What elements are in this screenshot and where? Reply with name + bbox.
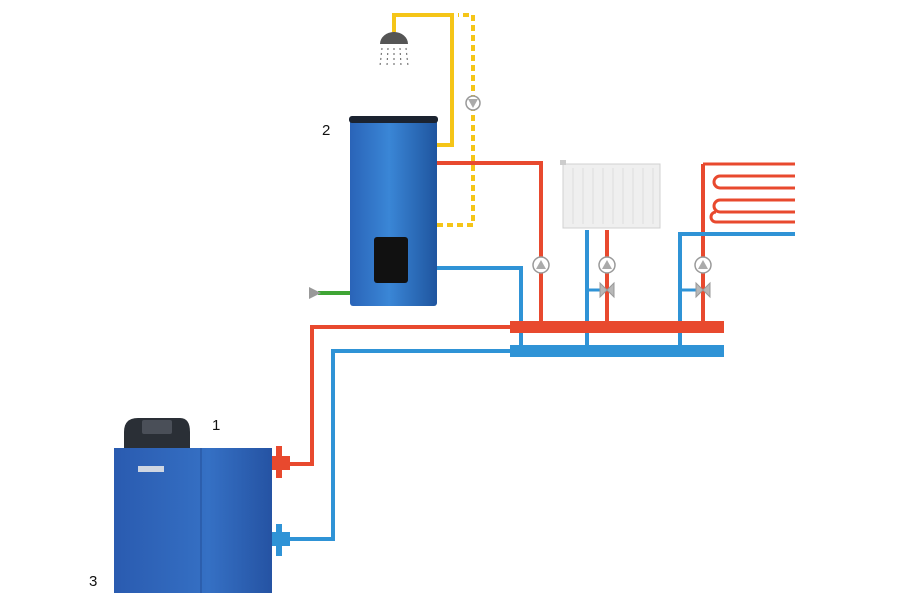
boiler-label: 1 [212,417,221,434]
pump-icon [532,256,550,274]
pump-icon [598,256,616,274]
mixing-valve-icon [587,281,615,299]
cylinder-label: 2 [322,122,331,139]
pump-icon [465,95,481,111]
mixing-valve-icon [680,281,711,299]
radiator-icon [560,160,661,229]
shower-icon [379,32,409,67]
hot-water-cylinder [349,116,438,306]
cold-water-inlet [309,287,350,299]
hot-water-lines [392,13,475,227]
boiler-base-label: 3 [89,573,98,590]
pump-icon [694,256,712,274]
boiler [114,418,290,593]
return-manifold [510,345,724,357]
underfloor-heating-icon [703,162,795,224]
flow-manifold [510,321,724,333]
